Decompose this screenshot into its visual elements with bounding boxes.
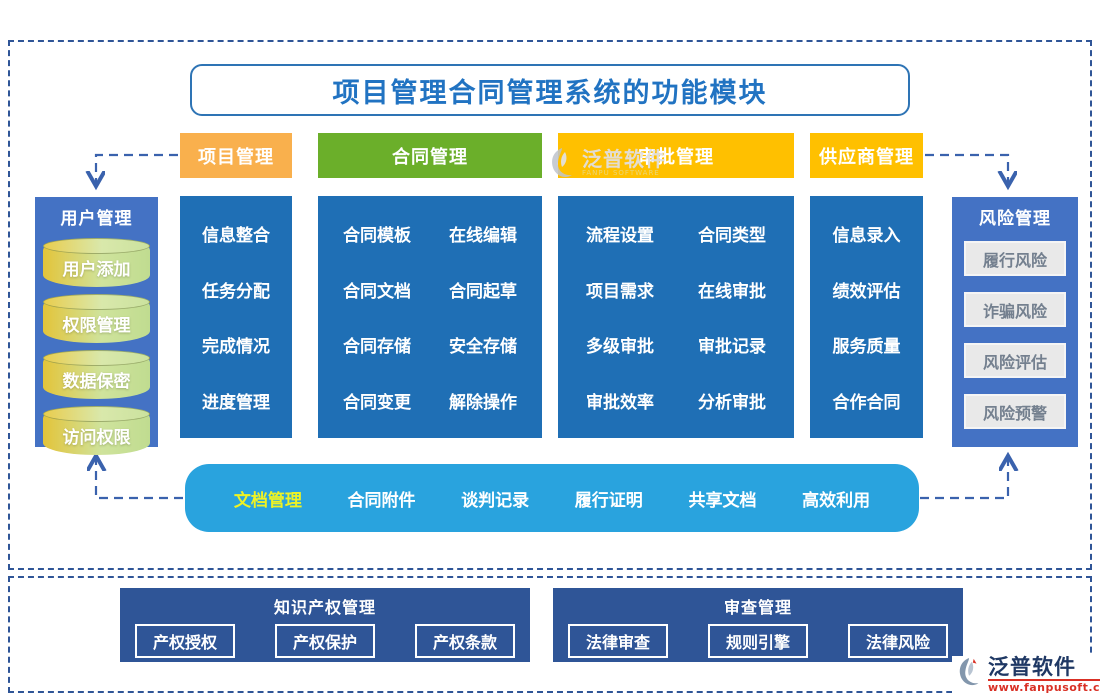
risk-item: 风险预警 xyxy=(964,394,1066,429)
module-item: 合同变更 xyxy=(343,392,411,413)
header-contract-management: 合同管理 xyxy=(318,133,542,178)
risk-item: 诈骗风险 xyxy=(964,292,1066,327)
header-supplier-management: 供应商管理 xyxy=(810,133,923,178)
module-item: 完成情况 xyxy=(202,337,270,358)
cylinder-item: 用户添加 xyxy=(43,238,150,287)
bottom-dashed-frame xyxy=(8,576,1092,693)
risk-item: 履行风险 xyxy=(964,241,1066,276)
panel-title: 风险管理 xyxy=(979,209,1051,229)
section-item: 法律风险 xyxy=(847,624,948,658)
logo-url: www.fanpusoft.com xyxy=(988,679,1100,694)
module-item: 绩效评估 xyxy=(832,281,901,302)
cylinder-label: 用户添加 xyxy=(62,260,131,280)
watermark-logo-icon xyxy=(552,148,572,178)
module-item: 流程设置 xyxy=(586,226,654,247)
column-project-management: 信息整合 任务分配 完成情况 进度管理 xyxy=(180,196,292,438)
module-item: 解除操作 xyxy=(449,392,517,413)
module-item: 多级审批 xyxy=(586,337,654,358)
module-item: 合同类型 xyxy=(698,226,766,247)
section-item: 产权保护 xyxy=(274,624,375,658)
header-approval-management: 审批管理 xyxy=(558,133,794,178)
module-item: 在线编辑 xyxy=(449,226,517,247)
module-item: 进度管理 xyxy=(202,392,270,413)
doc-bar-item: 共享文档 xyxy=(688,490,757,511)
fanpu-logo: 泛普软件 www.fanpusoft.com xyxy=(952,656,1100,694)
header-label: 合同管理 xyxy=(392,146,468,168)
fanpu-logo-icon xyxy=(959,658,979,686)
section-item: 产权条款 xyxy=(414,624,515,658)
module-item: 合作合同 xyxy=(832,392,901,413)
cylinder-label: 权限管理 xyxy=(62,316,131,336)
module-item: 合同存储 xyxy=(343,337,411,358)
module-item: 安全存储 xyxy=(449,337,517,358)
module-item: 项目需求 xyxy=(586,281,654,302)
watermark-subtitle: FANPU SOFTWARE xyxy=(582,169,660,177)
section-ip-management: 知识产权管理 产权授权 产权保护 产权条款 xyxy=(120,588,530,662)
cylinder-label: 访问权限 xyxy=(62,428,131,448)
header-label: 审批管理 xyxy=(638,146,714,168)
column-contract-management: 合同模板 在线编辑 合同文档 合同起草 合同存储 安全存储 合同变更 解除操作 xyxy=(318,196,542,438)
panel-user-management: 用户管理 用户添加 权限管理 数据保密 访问权限 xyxy=(35,197,158,455)
column-supplier-management: 信息录入 绩效评估 服务质量 合作合同 xyxy=(810,196,923,438)
module-item: 审批效率 xyxy=(586,392,654,413)
section-title: 审查管理 xyxy=(723,598,792,617)
section-item: 法律审查 xyxy=(568,624,669,658)
cylinder-item: 权限管理 xyxy=(43,294,150,343)
doc-bar-item: 履行证明 xyxy=(574,490,643,511)
header-project-management: 项目管理 xyxy=(180,133,292,178)
top-dashed-frame xyxy=(8,40,1092,570)
section-item: 规则引擎 xyxy=(707,624,808,658)
cylinder-label: 数据保密 xyxy=(62,372,131,392)
watermark-name: 泛普软件 xyxy=(582,147,666,171)
module-item: 任务分配 xyxy=(202,281,270,302)
watermark: 泛普软件 FANPU SOFTWARE xyxy=(548,146,666,180)
module-item: 合同模板 xyxy=(343,226,411,247)
module-item: 在线审批 xyxy=(698,281,766,302)
module-item: 信息整合 xyxy=(202,226,270,247)
panel-risk-management: 风险管理 履行风险 诈骗风险 风险评估 风险预警 xyxy=(952,197,1078,447)
section-item: 产权授权 xyxy=(135,624,236,658)
panel-title: 用户管理 xyxy=(60,209,133,229)
module-item: 服务质量 xyxy=(832,337,901,358)
module-item: 审批记录 xyxy=(698,337,766,358)
doc-bar-item: 高效利用 xyxy=(802,490,871,511)
logo-name: 泛普软件 xyxy=(988,655,1076,679)
doc-bar-item: 谈判记录 xyxy=(461,490,530,511)
doc-bar-item: 文档管理 xyxy=(233,490,302,511)
cylinder-item: 访问权限 xyxy=(43,406,150,455)
module-item: 分析审批 xyxy=(698,392,766,413)
section-title: 知识产权管理 xyxy=(273,598,376,617)
diagram-title-box: 项目管理合同管理系统的功能模块 xyxy=(190,64,910,116)
doc-bar-item: 合同附件 xyxy=(347,490,416,511)
header-label: 项目管理 xyxy=(198,146,274,168)
module-item: 合同起草 xyxy=(449,281,517,302)
header-label: 供应商管理 xyxy=(819,146,914,168)
module-item: 信息录入 xyxy=(832,226,901,247)
column-approval-management: 流程设置 合同类型 项目需求 在线审批 多级审批 审批记录 审批效率 分析审批 xyxy=(558,196,794,438)
document-management-bar: 文档管理 合同附件 谈判记录 履行证明 共享文档 高效利用 xyxy=(185,464,919,532)
module-item: 合同文档 xyxy=(343,281,411,302)
cylinder-item: 数据保密 xyxy=(43,350,150,399)
risk-item: 风险评估 xyxy=(964,343,1066,378)
diagram-title: 项目管理合同管理系统的功能模块 xyxy=(332,77,768,109)
section-review-management: 审查管理 法律审查 规则引擎 法律风险 xyxy=(553,588,963,662)
